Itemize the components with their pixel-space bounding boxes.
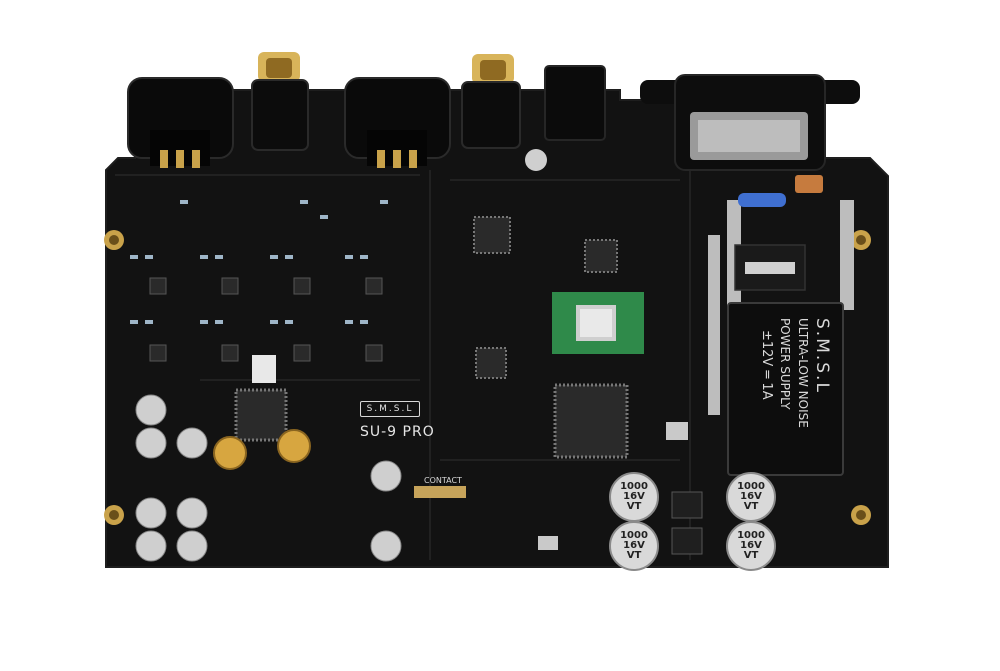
psu-line2: POWER SUPPLY: [778, 318, 792, 410]
small-capacitors: [135, 394, 402, 562]
cap-label: 1000 16V VT: [617, 482, 651, 512]
orange-capacitor: [795, 175, 823, 193]
dc-jack: [544, 65, 606, 141]
xlr-connector-right: [344, 77, 451, 168]
heat-strip: [708, 235, 720, 415]
cap-series: VT: [743, 501, 759, 512]
cap-series: VT: [626, 550, 642, 561]
inductor: [671, 491, 703, 519]
bluetooth-module: [552, 292, 644, 354]
xlr-connector-left: [127, 77, 234, 168]
qfp-chip: [473, 216, 511, 254]
white-component: [252, 355, 276, 383]
contact-label: CONTACT: [424, 476, 462, 485]
cap-voltage: 16V: [740, 491, 762, 502]
qfp-chip: [584, 239, 618, 273]
cap-voltage: 16V: [740, 540, 762, 551]
component: [666, 422, 688, 440]
blue-capacitor: [738, 193, 786, 207]
power-capacitors: [609, 472, 776, 571]
cap-label: 1000 16V VT: [617, 531, 651, 561]
cap-value: 1000: [737, 481, 765, 492]
smd-resistors: [130, 200, 388, 324]
psu-line3: ±12V ═ 1A: [759, 330, 774, 400]
qfp-chip-large: [553, 383, 629, 459]
cap-value: 1000: [620, 481, 648, 492]
component: [525, 149, 547, 171]
board-brand-logo: S.M.S.L: [360, 401, 420, 417]
rca-connector-right: [461, 54, 521, 149]
board-model-label: SU-9 PRO: [360, 424, 435, 440]
qfp-chip: [475, 347, 507, 379]
psu-brand: S.M.S.L: [812, 318, 832, 394]
cap-value: 1000: [620, 530, 648, 541]
rca-connector-left: [251, 52, 309, 151]
heat-strip: [840, 200, 854, 310]
inductor: [671, 527, 703, 555]
qfp-chip-dac: [234, 388, 288, 442]
cap-label: 1000 16V VT: [734, 482, 768, 512]
cap-series: VT: [743, 550, 759, 561]
cap-label: 1000 16V VT: [734, 531, 768, 561]
cap-voltage: 16V: [623, 540, 645, 551]
gold-capacitor: [277, 429, 311, 463]
gold-capacitor: [213, 436, 247, 470]
mounting-holes: [104, 230, 871, 525]
cap-series: VT: [626, 501, 642, 512]
board-traces: [115, 110, 691, 560]
ac-inlet: [640, 74, 860, 171]
psu-module: [727, 302, 844, 476]
component: [538, 536, 558, 550]
cap-voltage: 16V: [623, 491, 645, 502]
cap-value: 1000: [737, 530, 765, 541]
ribbon-connector: [414, 486, 466, 498]
opamp-grid: [149, 277, 383, 362]
psu-line1: ULTRA-LOW NOISE: [796, 318, 810, 428]
